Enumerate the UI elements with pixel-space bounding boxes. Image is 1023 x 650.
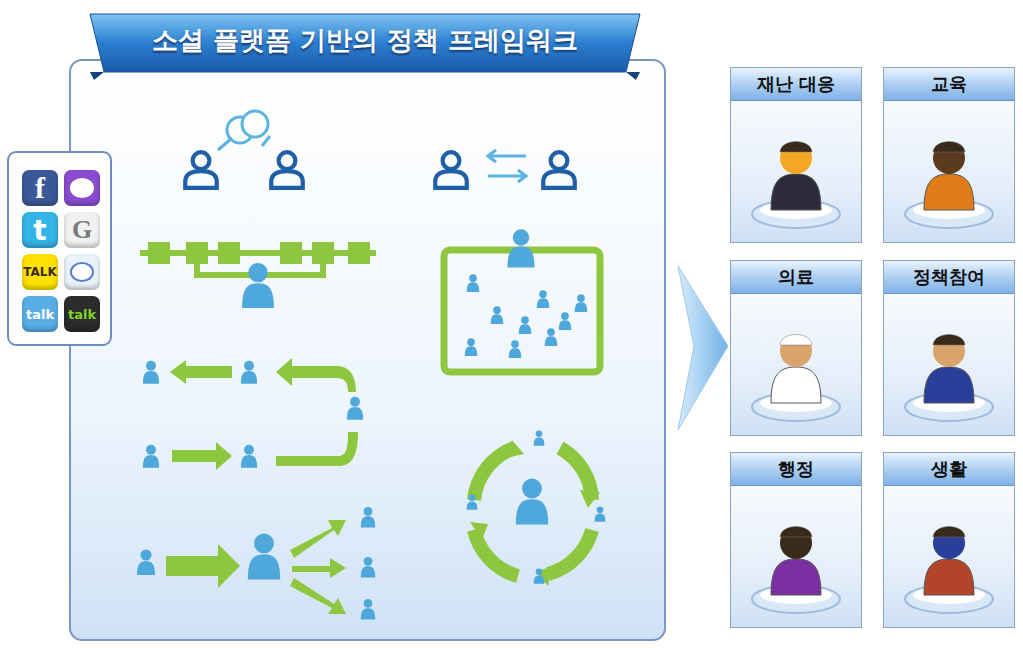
app-glyph xyxy=(69,177,95,199)
app-icon xyxy=(64,170,100,206)
card-header: 정책참여 xyxy=(884,261,1014,294)
card-title: 정책참여 xyxy=(913,265,985,289)
app-icon: G xyxy=(64,212,100,248)
app-label: talk xyxy=(26,307,54,322)
category-card: 행정 xyxy=(730,452,862,628)
category-card: 생활 xyxy=(883,452,1015,628)
title-text: 소셜 플랫폼 기반의 정책 프레임워크 xyxy=(152,23,578,58)
card-header: 의료 xyxy=(731,261,861,294)
person-icon xyxy=(884,102,1014,242)
app-label: f xyxy=(35,171,45,205)
card-header: 행정 xyxy=(731,453,861,486)
card-title: 의료 xyxy=(778,265,814,289)
app-label: talk xyxy=(68,307,96,322)
person-icon xyxy=(731,102,861,242)
category-card: 교육 xyxy=(883,67,1015,243)
category-card: 재난 대응 xyxy=(730,67,862,243)
app-icon xyxy=(64,254,100,290)
card-header: 재난 대응 xyxy=(731,68,861,101)
card-title: 행정 xyxy=(778,457,814,481)
card-title: 생활 xyxy=(931,457,967,481)
card-header: 생활 xyxy=(884,453,1014,486)
category-card: 의료 xyxy=(730,260,862,436)
app-glyph xyxy=(69,261,95,283)
person-icon xyxy=(884,295,1014,435)
app-icon: t xyxy=(22,212,58,248)
card-header: 교육 xyxy=(884,68,1014,101)
card-title: 재난 대응 xyxy=(757,72,835,96)
app-label: G xyxy=(72,215,92,245)
app-icon: talk xyxy=(64,296,100,332)
app-icon: f xyxy=(22,170,58,206)
person-icon xyxy=(731,487,861,627)
app-label: t xyxy=(33,214,46,247)
person-icon xyxy=(731,295,861,435)
app-label: TALK xyxy=(23,265,57,279)
app-icon: TALK xyxy=(22,254,58,290)
category-card: 정책참여 xyxy=(883,260,1015,436)
card-title: 교육 xyxy=(931,72,967,96)
title-banner: 소셜 플랫폼 기반의 정책 프레임워크 xyxy=(90,8,640,72)
app-icon: talk xyxy=(22,296,58,332)
person-icon xyxy=(884,487,1014,627)
